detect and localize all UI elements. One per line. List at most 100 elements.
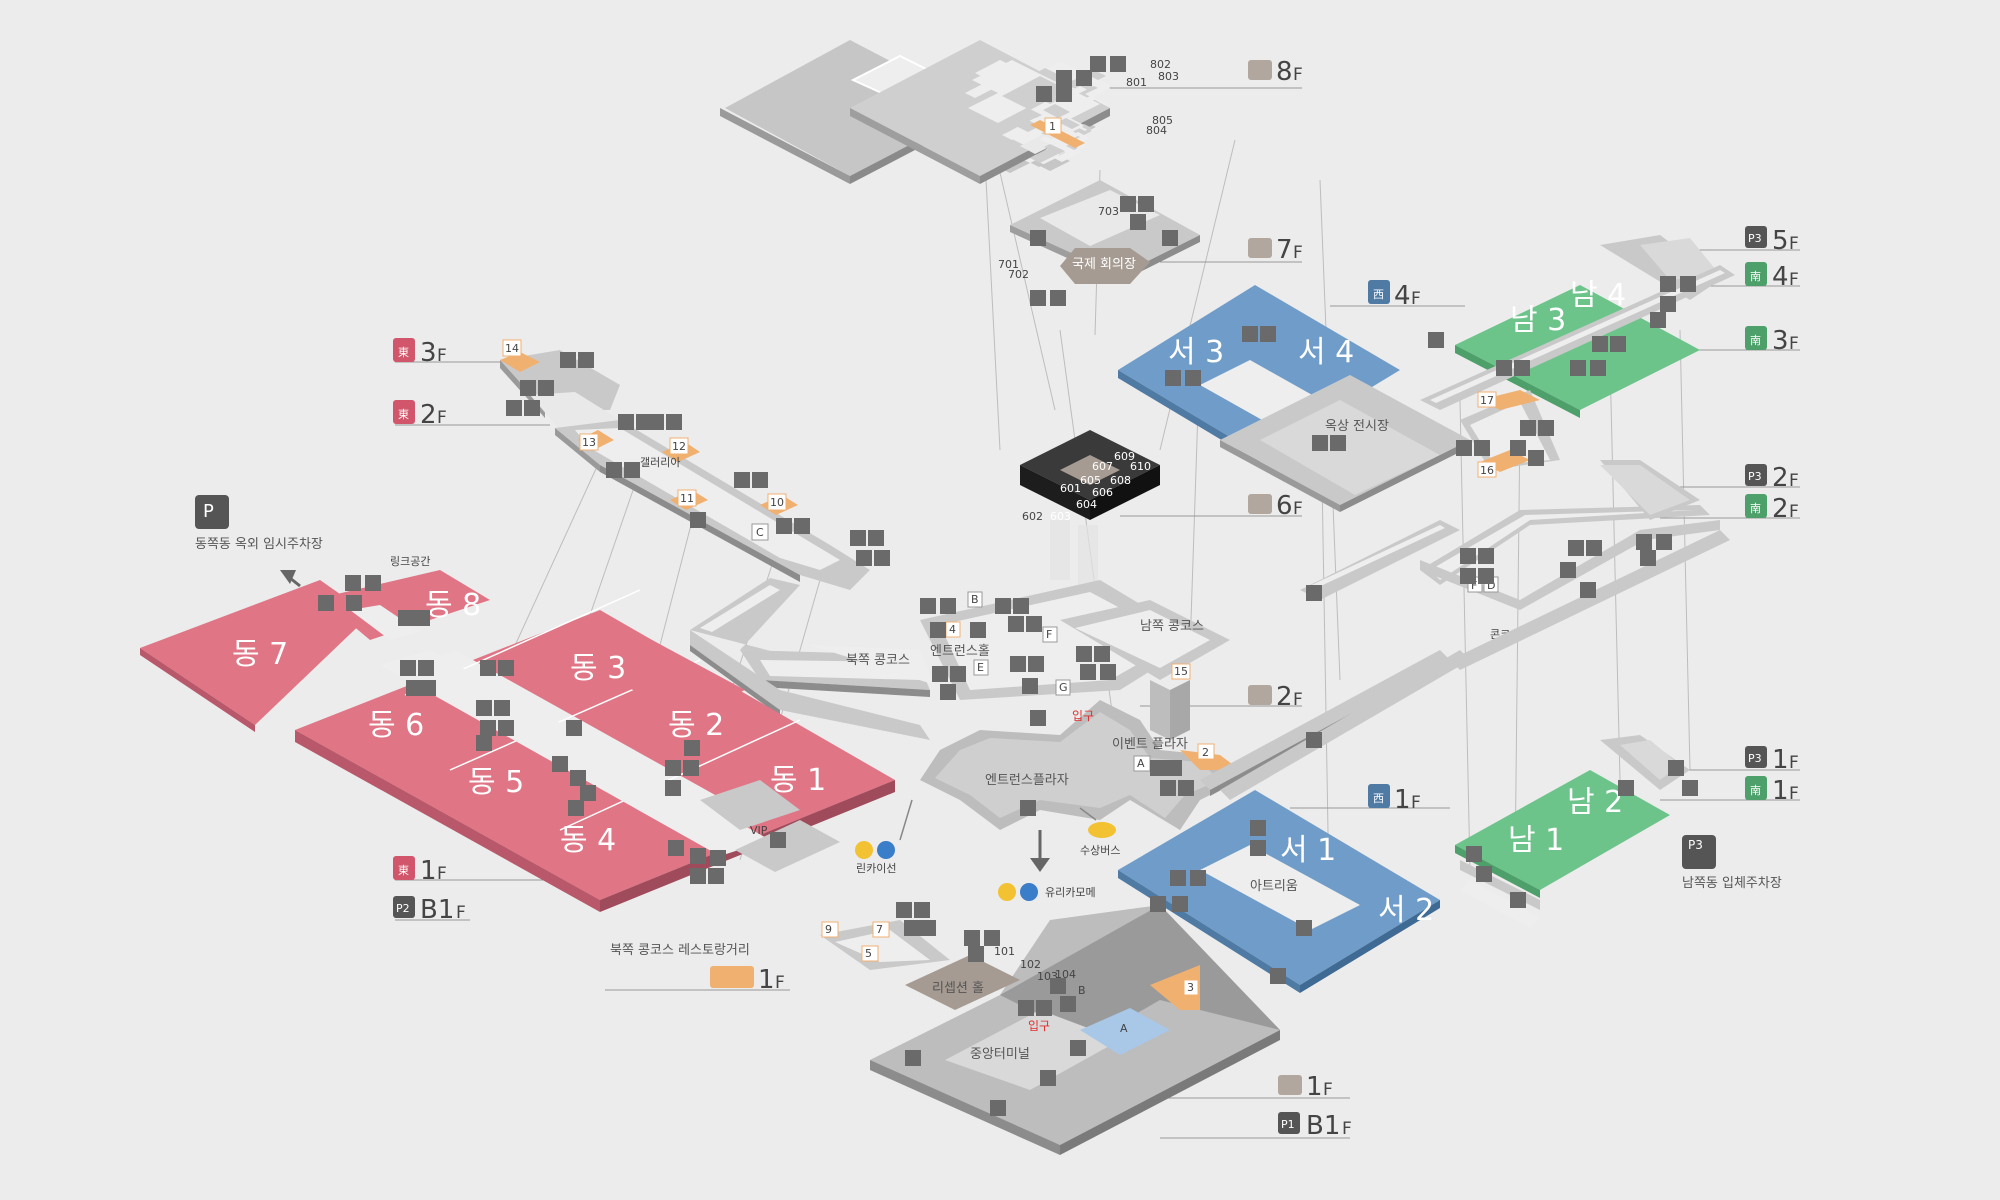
international-hall-label: 국제 회의장 — [1072, 257, 1136, 272]
floor-restaurant-1f-unit: F — [775, 973, 785, 993]
hall-east-5: 동 5 — [468, 765, 524, 800]
room-610: 610 — [1130, 460, 1151, 473]
hall-east-7: 동 7 — [232, 637, 288, 672]
water-bus-icon — [1088, 822, 1116, 838]
floor-west-4f-unit: F — [1411, 289, 1421, 309]
floor-west-1f-unit: F — [1411, 793, 1421, 813]
hall-west-4: 서 4 — [1298, 335, 1354, 370]
floor-7f-unit: F — [1293, 243, 1303, 263]
floor-west-4f-number: 4 — [1394, 281, 1411, 311]
water-bus-label: 수상버스 — [1080, 844, 1120, 857]
floor-south-5f-unit: F — [1789, 234, 1799, 254]
room-b: B — [971, 593, 979, 606]
floor-7f-number: 7 — [1276, 235, 1293, 265]
restaurant-icon — [710, 966, 754, 988]
east-3f-badge: 東 — [398, 346, 409, 359]
central-terminal: 리셉션 홀 중앙터미널 A 3 입구 101 102 103 104 B 9 7… — [820, 905, 1280, 1155]
room-803: 803 — [1158, 70, 1179, 83]
hall-east-6: 동 6 — [368, 708, 424, 743]
floor-central-2f-unit: F — [1293, 690, 1303, 710]
west-1f-badge: 西 — [1373, 792, 1384, 805]
floor-south-5f-number: 5 — [1772, 226, 1789, 256]
south-p3-2f-badge: P3 — [1748, 470, 1762, 483]
room-15: 15 — [1174, 665, 1188, 678]
floor-8f-unit: F — [1293, 65, 1303, 85]
room-11: 11 — [680, 492, 694, 505]
room-g: G — [1059, 681, 1068, 694]
room-d-south: D — [1487, 579, 1495, 592]
floor-restaurant-1f-number: 1 — [758, 965, 775, 995]
east-wing-halls: 동 7 동 8 동 6 동 5 동 4 동 3 동 2 동 1 링크공간 VIP — [140, 555, 895, 912]
hall-west-2: 서 2 — [1378, 893, 1434, 928]
floor-east-b1-number: B1 — [420, 895, 454, 925]
central-entrance: 엔트런스홀 남쪽 콩코스 B 4 E F G 15 — [920, 580, 1230, 740]
room-17: 17 — [1480, 394, 1494, 407]
hall-east-4: 동 4 — [560, 823, 616, 858]
floor-east-3f-unit: F — [437, 346, 447, 366]
east-p2-badge: P2 — [396, 902, 410, 915]
floor-south-p3-1f-number: 1 — [1772, 745, 1789, 775]
room-603: 603 — [1050, 510, 1071, 523]
floor-labels-west: 西 4 F 西 1 F — [1368, 280, 1421, 815]
room-801: 801 — [1126, 76, 1147, 89]
room-609: 609 — [1114, 450, 1135, 463]
entrance-hall-label: 엔트런스홀 — [930, 644, 990, 659]
svg-text:P: P — [203, 501, 214, 522]
room-16: 16 — [1480, 464, 1494, 477]
floor-south-p3-2f-number: 2 — [1772, 463, 1789, 493]
floor-bottom-1f-number: 1 — [1306, 1072, 1323, 1102]
floor-labels-tower: 8 F 7 F 6 F 2 F — [1248, 57, 1303, 712]
south-wing: 17 16 콘코스 F D 남 3 남 4 남 1 남 2 — [1220, 235, 1735, 928]
down-arrow-icon — [1030, 858, 1050, 872]
event-plaza-label: 이벤트 플라자 — [1112, 737, 1188, 752]
room-701: 701 — [998, 258, 1019, 271]
floor-east-1f-number: 1 — [420, 856, 437, 886]
room-c: C — [756, 526, 764, 539]
yurikamome-icon — [1020, 883, 1038, 901]
central-terminal-label: 중앙터미널 — [970, 1047, 1030, 1062]
room-f-south: F — [1471, 579, 1477, 592]
floor-south-4f-number: 4 — [1772, 262, 1789, 292]
floor-east-3f-number: 3 — [420, 338, 437, 368]
floor-bottom-b1-number: B1 — [1306, 1111, 1340, 1141]
floor-south-p3-1f-unit: F — [1789, 753, 1799, 773]
facility-icons — [318, 56, 1698, 1116]
room-703: 703 — [1098, 205, 1119, 218]
room-5: 5 — [865, 947, 872, 960]
floor-east-1f-unit: F — [437, 864, 447, 884]
hall-west-1: 서 1 — [1280, 833, 1336, 868]
hall-west-3: 서 3 — [1168, 335, 1224, 370]
hall-south-3: 남 3 — [1510, 303, 1566, 338]
restaurant-street-label: 북쪽 콩코스 레스토랑거리 — [610, 943, 750, 958]
rinkai-line-label: 린카이선 — [856, 862, 896, 875]
rooftop-exhibit-label: 옥상 전시장 — [1325, 419, 1389, 434]
south-2f-badge: 南 — [1750, 502, 1761, 515]
atrium-label: 아트리움 — [1250, 879, 1298, 894]
room-12: 12 — [672, 440, 686, 453]
link-space-label: 링크공간 — [390, 555, 430, 568]
room-104: 104 — [1055, 968, 1076, 981]
room-7: 7 — [876, 923, 883, 936]
floor-south-3f-number: 3 — [1772, 326, 1789, 356]
room-8f-1: 1 — [1049, 120, 1056, 133]
conference-6f: 607 605 608 606 601 604 603 602 609 610 — [1020, 430, 1160, 585]
room-802: 802 — [1150, 58, 1171, 71]
south-5f-badge: P3 — [1748, 232, 1762, 245]
yurikamome-label: 유리카모메 — [1045, 886, 1096, 899]
east-1f-badge: 東 — [398, 864, 409, 877]
floor-south-4f-unit: F — [1789, 270, 1799, 290]
terminal-entrance-label: 입구 — [1028, 1019, 1050, 1033]
east-parking-icon — [195, 495, 229, 529]
vip-label: VIP — [750, 824, 768, 837]
floor-6f-unit: F — [1293, 499, 1303, 519]
hall-east-3: 동 3 — [570, 651, 626, 686]
room-9: 9 — [825, 923, 832, 936]
floor-6f-number: 6 — [1276, 491, 1293, 521]
room-604: 604 — [1076, 498, 1097, 511]
south-parking-icon — [1682, 835, 1716, 869]
hall-south-1: 남 1 — [1508, 823, 1564, 858]
floor-east-2f-unit: F — [437, 408, 447, 428]
room-102: 102 — [1020, 958, 1041, 971]
floor-west-1f-number: 1 — [1394, 785, 1411, 815]
